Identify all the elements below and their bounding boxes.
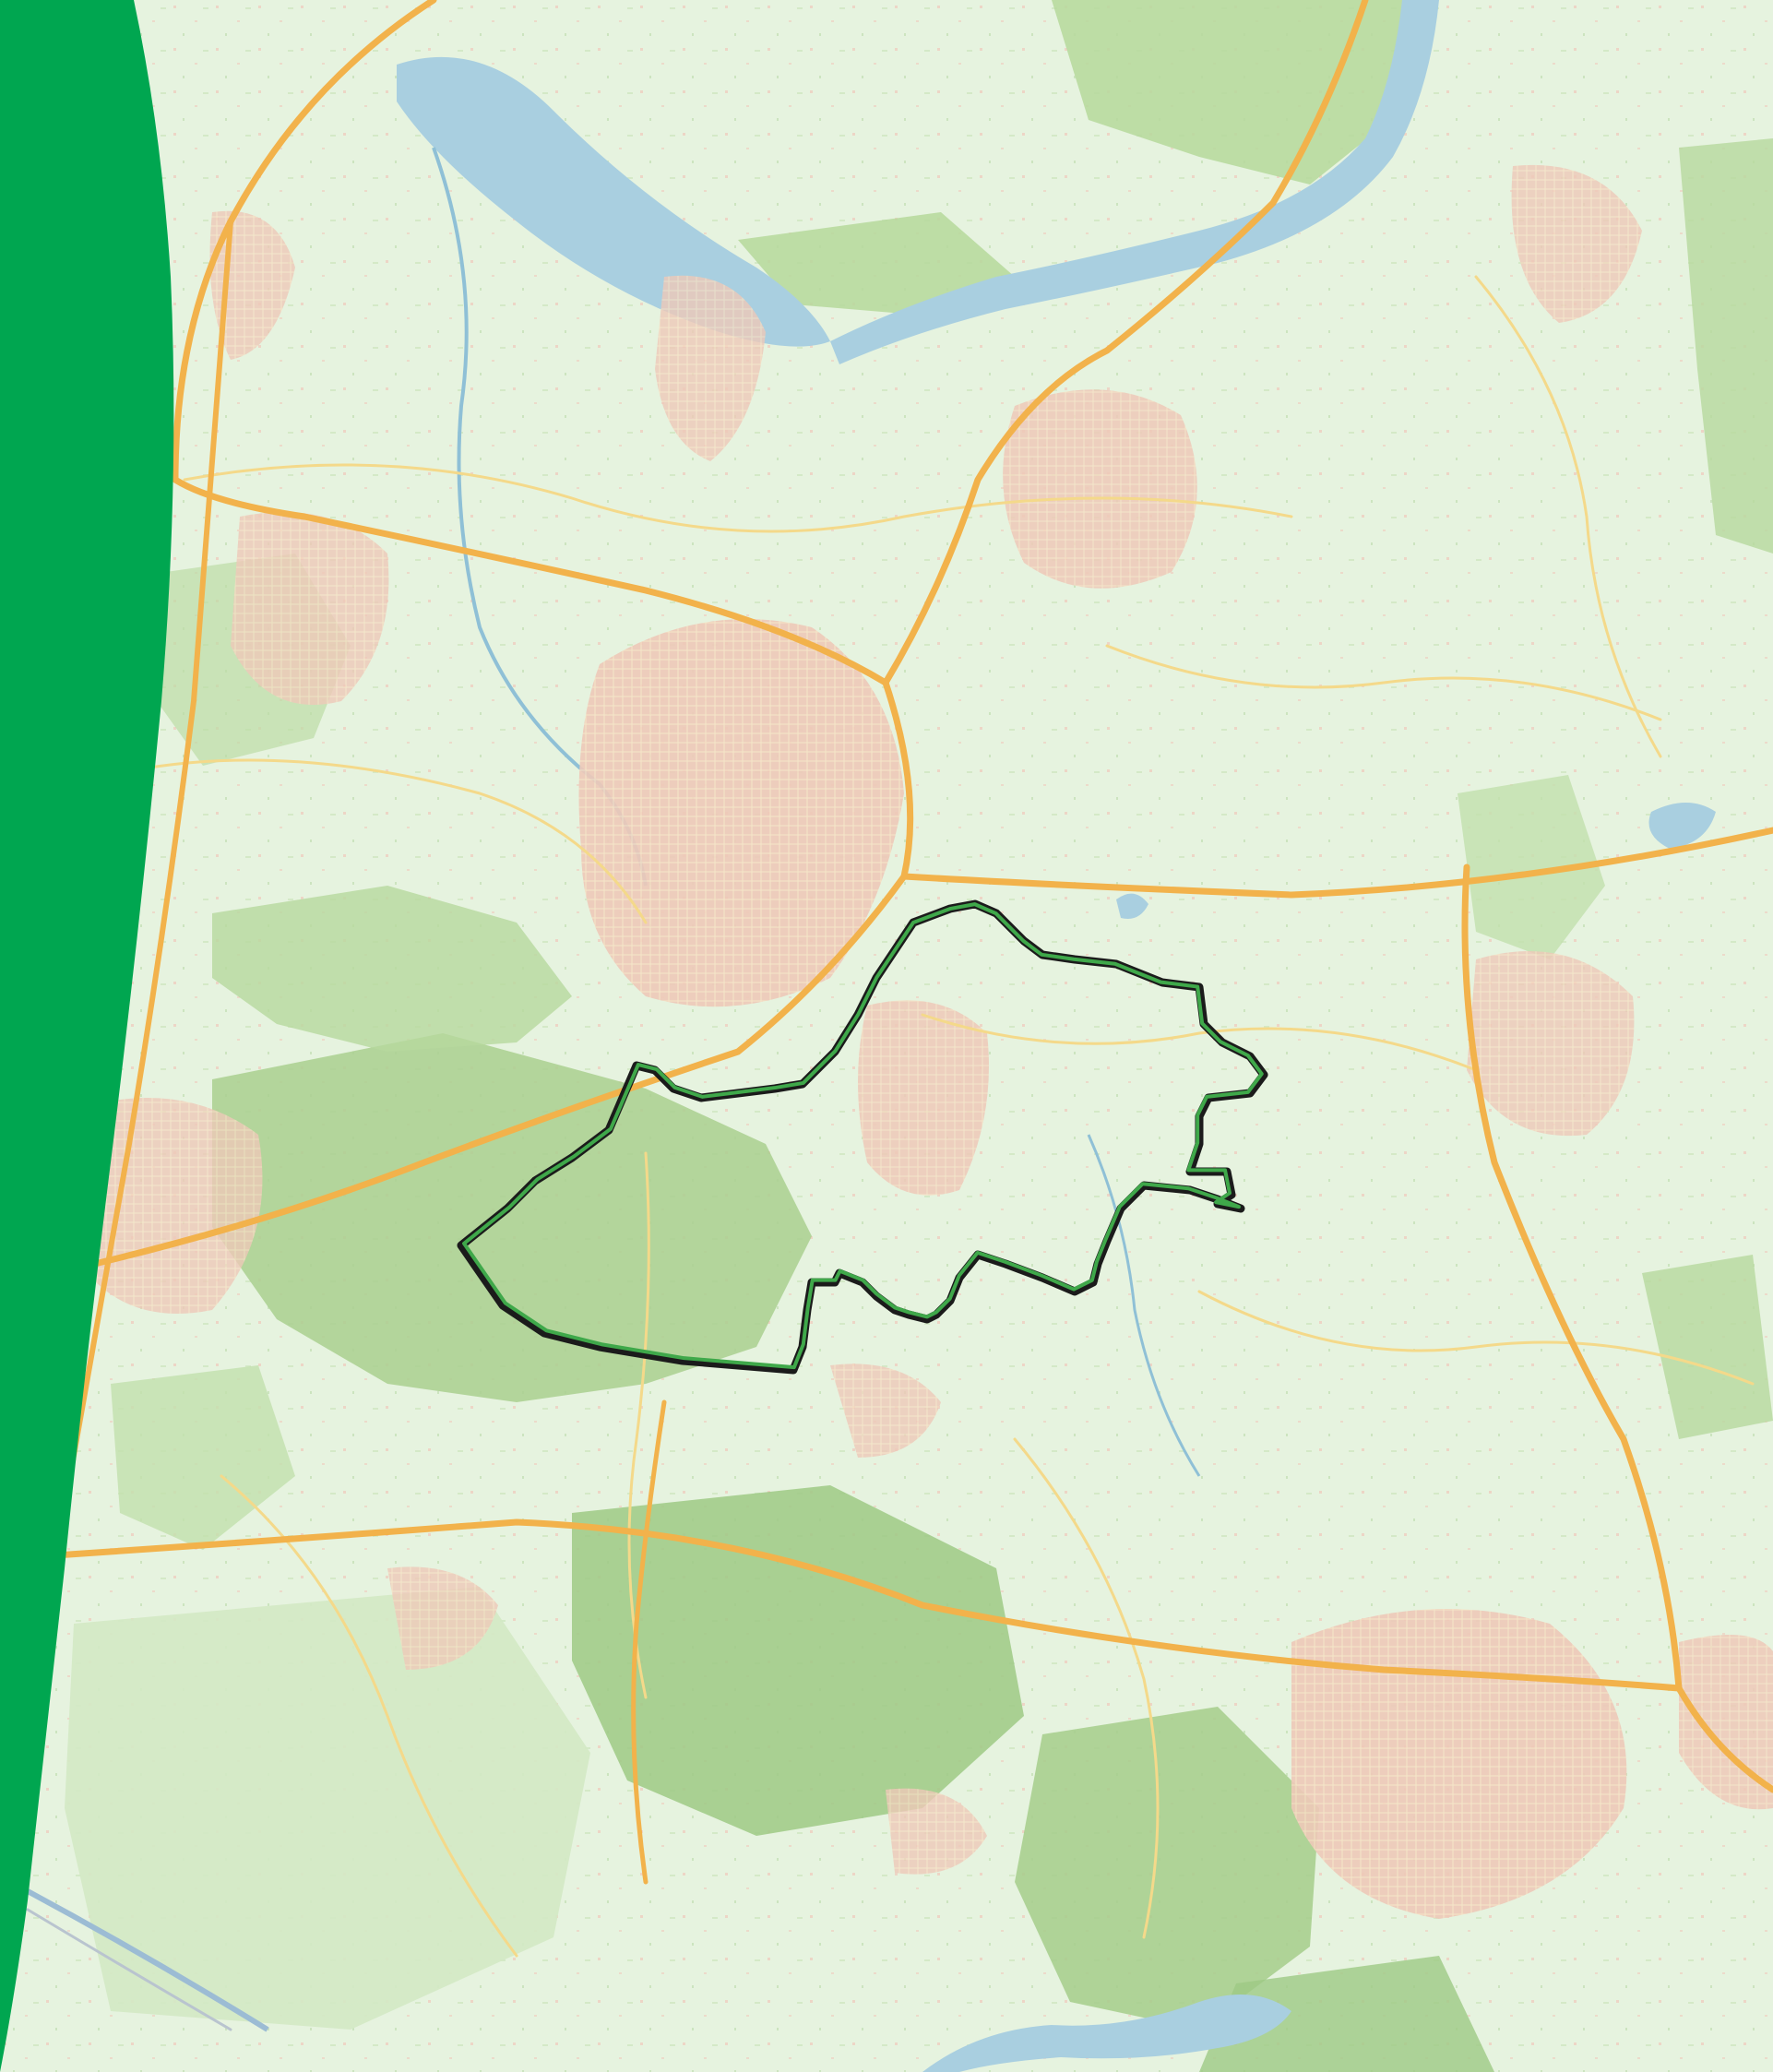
town-west [231,512,389,705]
forest-east-south [1642,1255,1773,1439]
city-center [578,619,904,1007]
highway-east-south [1461,863,1773,1793]
meadow-strips-southwest [65,1587,590,2030]
forest-south-central [572,1485,1024,1836]
lake-east [1648,803,1716,849]
canal-southwest [26,1888,269,2032]
road-minor [1105,644,1662,721]
town-east [1467,951,1635,1137]
forest-south-east [1015,1707,1319,2030]
road-minor [921,1013,1478,1072]
forest-left-lower [111,1365,295,1550]
municipality-boundary[interactable] [457,899,1268,1375]
town-inside-boundary [858,1000,989,1196]
forest-west [212,886,572,1052]
town-bottom-center [886,1788,987,1875]
pond-center [1116,893,1148,919]
forest-areas [65,0,1773,2072]
urban-areas [74,164,1773,1919]
town-south-center [830,1363,941,1458]
highway-central-east [882,679,1773,899]
road-minor [1474,275,1662,758]
forest-east-mid [1458,775,1605,959]
highway-southwest [52,873,908,1277]
forest-bottom [1199,1956,1494,2072]
river-north-east [830,0,1439,364]
side-band [0,0,174,2072]
railway-southwest [26,1908,232,2031]
town-northeast [1003,389,1197,589]
town-far-east [1679,1635,1773,1810]
town-north-center [655,275,766,461]
road-minor [1197,1290,1755,1386]
forest-polder-island [738,212,1015,314]
highway-central-north [882,0,1369,686]
road-minor [109,758,648,924]
road-minor [627,1151,650,1699]
forest-northeast-polder [1052,0,1421,185]
highway-south [0,1518,1683,1692]
highway-south-vertical [631,1399,667,1885]
highway-north-arc [172,0,889,686]
stream-center [1087,1134,1201,1477]
water-bodies [26,0,1716,2072]
road-minor [183,463,1293,533]
lake-north [397,56,830,347]
road-minor [1013,1437,1160,1939]
highway-west-vertical [53,219,233,1562]
city-southeast [1291,1609,1627,1919]
forest-southwest [212,1033,812,1402]
forest-east-edge [1679,138,1773,554]
boundary-inner-line [462,902,1264,1370]
river-south [922,1995,1291,2072]
town-east-top [1511,164,1642,323]
town-south-left [387,1566,498,1670]
